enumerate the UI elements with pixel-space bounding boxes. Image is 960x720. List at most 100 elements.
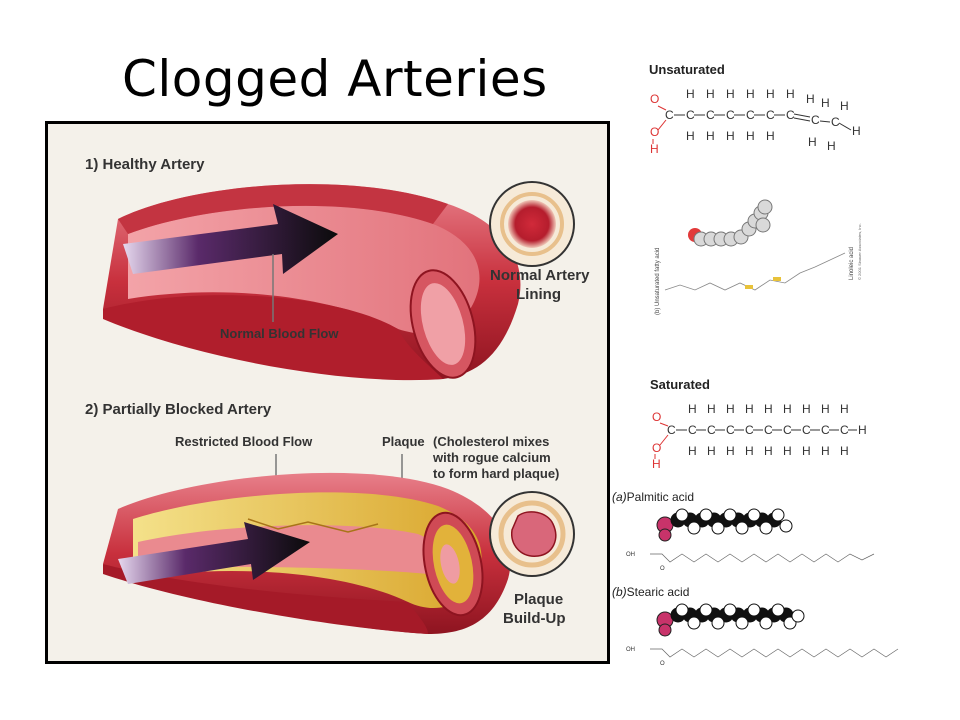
svg-text:C: C bbox=[688, 423, 697, 437]
svg-text:H: H bbox=[688, 402, 697, 416]
svg-text:H: H bbox=[840, 402, 849, 416]
svg-text:C: C bbox=[811, 113, 820, 127]
svg-text:H: H bbox=[764, 402, 773, 416]
svg-text:H: H bbox=[726, 402, 735, 416]
svg-text:C: C bbox=[665, 108, 674, 122]
svg-text:H: H bbox=[840, 99, 849, 113]
svg-text:C: C bbox=[707, 423, 716, 437]
plaque-buildup-label-line2: Build-Up bbox=[503, 610, 565, 627]
palmitic-molecule bbox=[656, 508, 793, 542]
restricted-flow-label: Restricted Blood Flow bbox=[175, 434, 313, 449]
stearic-prefix: (b) bbox=[612, 585, 627, 599]
normal-lining-label-line2: Lining bbox=[516, 286, 561, 303]
svg-text:H: H bbox=[852, 124, 861, 138]
svg-text:C: C bbox=[821, 423, 830, 437]
model-caption: (b) Unsaturated fatty acid bbox=[655, 248, 661, 315]
plaque-label-line1: Plaque bbox=[382, 434, 425, 449]
artery-illustration: 1) Healthy Artery Normal Blood Flow bbox=[85, 156, 590, 634]
svg-text:O: O bbox=[652, 410, 661, 424]
copyright-text: © 2001 Sinauer Associates, Inc. bbox=[857, 223, 862, 280]
svg-text:(a)Palmitic acid: (a)Palmitic acid bbox=[612, 490, 694, 504]
svg-text:OH: OH bbox=[626, 552, 635, 558]
svg-text:H: H bbox=[688, 444, 697, 458]
svg-text:H: H bbox=[840, 444, 849, 458]
svg-text:C: C bbox=[726, 108, 735, 122]
svg-text:H: H bbox=[706, 129, 715, 143]
plaque-buildup-label-line1: Plaque bbox=[514, 591, 563, 608]
svg-text:H: H bbox=[706, 87, 715, 101]
svg-text:H: H bbox=[821, 444, 830, 458]
stearic-label: Stearic acid bbox=[627, 585, 690, 599]
restricted-flow-arrow bbox=[118, 522, 310, 584]
svg-text:H: H bbox=[827, 139, 836, 153]
svg-text:C: C bbox=[766, 108, 775, 122]
skeletal-chain bbox=[664, 252, 846, 291]
svg-text:O: O bbox=[660, 661, 665, 667]
model-caption-side: Linoleic acid bbox=[849, 247, 855, 280]
svg-text:(b)Stearic acid: (b)Stearic acid bbox=[612, 585, 689, 599]
svg-text:H: H bbox=[821, 96, 830, 110]
svg-text:O: O bbox=[650, 125, 659, 139]
svg-text:C: C bbox=[802, 423, 811, 437]
svg-text:O: O bbox=[652, 441, 661, 455]
plaque-label-line2: (Cholesterol mixes bbox=[433, 434, 549, 449]
space-filling-molecule bbox=[688, 199, 773, 247]
svg-text:H: H bbox=[808, 135, 817, 149]
plaque-label-line4: to form hard plaque) bbox=[433, 466, 559, 481]
svg-text:H: H bbox=[650, 142, 659, 156]
svg-text:H: H bbox=[746, 129, 755, 143]
svg-text:H: H bbox=[802, 402, 811, 416]
svg-text:H: H bbox=[726, 129, 735, 143]
svg-text:H: H bbox=[821, 402, 830, 416]
svg-text:C: C bbox=[783, 423, 792, 437]
section1-heading: 1) Healthy Artery bbox=[85, 156, 205, 173]
svg-text:H: H bbox=[686, 87, 695, 101]
svg-text:H: H bbox=[652, 457, 661, 471]
saturated-title: Saturated bbox=[650, 377, 710, 392]
svg-text:H: H bbox=[766, 87, 775, 101]
svg-text:H: H bbox=[726, 444, 735, 458]
healthy-artery bbox=[103, 184, 521, 381]
svg-text:H: H bbox=[745, 402, 754, 416]
svg-text:C: C bbox=[786, 108, 795, 122]
svg-text:H: H bbox=[707, 444, 716, 458]
svg-text:C: C bbox=[831, 115, 840, 129]
svg-text:H: H bbox=[806, 92, 815, 106]
stearic-skeletal: OH O bbox=[626, 647, 899, 667]
svg-text:C: C bbox=[726, 423, 735, 437]
svg-text:H: H bbox=[686, 129, 695, 143]
svg-text:H: H bbox=[783, 402, 792, 416]
unsaturated-model: (b) Unsaturated fatty acid Linoleic acid… bbox=[655, 199, 862, 315]
svg-text:H: H bbox=[858, 423, 867, 437]
svg-text:O: O bbox=[660, 566, 665, 572]
svg-text:H: H bbox=[745, 444, 754, 458]
svg-text:C: C bbox=[745, 423, 754, 437]
double-bond-marker-2 bbox=[745, 285, 753, 289]
stearic-molecule bbox=[656, 603, 805, 637]
svg-text:H: H bbox=[786, 87, 795, 101]
svg-text:C: C bbox=[840, 423, 849, 437]
palmitic-skeletal: OH O bbox=[626, 552, 875, 572]
svg-text:C: C bbox=[667, 423, 676, 437]
svg-text:C: C bbox=[686, 108, 695, 122]
svg-text:OH: OH bbox=[626, 647, 635, 653]
slide-title: Clogged Arteries bbox=[122, 50, 548, 108]
plaque-cross-section bbox=[489, 491, 575, 577]
normal-flow-label: Normal Blood Flow bbox=[220, 326, 339, 341]
svg-text:H: H bbox=[746, 87, 755, 101]
plaque-label-line3: with rogue calcium bbox=[432, 450, 551, 465]
svg-text:C: C bbox=[746, 108, 755, 122]
palmitic-stearic-panel: (a)Palmitic acid OH O (b)Stearic acid bbox=[612, 490, 899, 667]
unsaturated-title: Unsaturated bbox=[649, 62, 725, 77]
svg-text:H: H bbox=[783, 444, 792, 458]
artery-figure: 1) Healthy Artery Normal Blood Flow bbox=[45, 121, 610, 664]
svg-text:C: C bbox=[706, 108, 715, 122]
normal-flow-arrow bbox=[123, 204, 338, 274]
svg-text:H: H bbox=[764, 444, 773, 458]
svg-text:H: H bbox=[802, 444, 811, 458]
palmitic-label: Palmitic acid bbox=[627, 490, 694, 504]
normal-cross-section bbox=[489, 181, 575, 267]
double-bond-marker bbox=[773, 277, 781, 281]
